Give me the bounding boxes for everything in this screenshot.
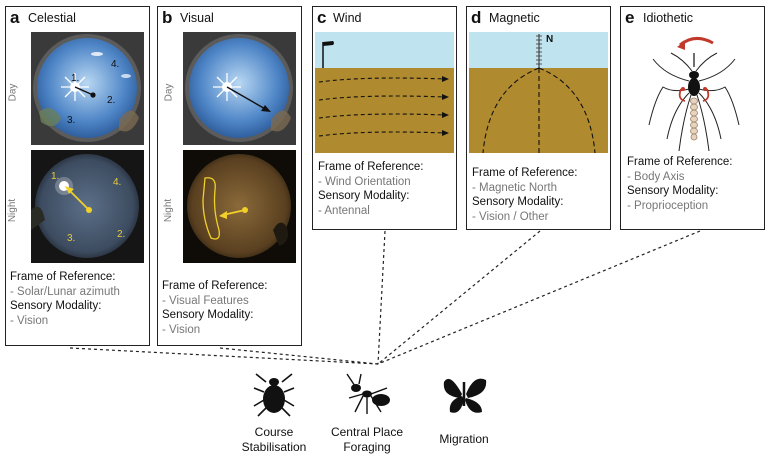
panel-title: Visual [180,11,214,25]
panel-d-text: Frame of Reference: - Magnetic North Sen… [472,166,577,224]
panel-title: Wind [333,11,362,25]
modality-heading: Sensory Modality: [318,190,410,202]
panel-letter: e [625,8,635,27]
night-mark-3: 3. [67,233,76,244]
panel-visual: b Visual Day Night [157,6,302,346]
day-mark-4: 4. [111,59,120,70]
migration-caption: Migration [424,432,504,447]
day-sky-image [183,32,296,145]
day-label: Day [7,83,19,102]
panel-letter: d [471,8,482,27]
panel-letter: b [162,8,173,27]
modality-value: - Vision [10,314,49,327]
night-label: Night [7,198,19,223]
frame-heading: Frame of Reference: [627,156,733,168]
caption-line: Central Place [330,425,404,439]
frame-heading: Frame of Reference: [472,167,578,179]
modality-heading: Sensory Modality: [162,309,254,321]
modality-value: - Antennal [318,204,370,217]
panel-idiothetic: e Idiothetic [620,6,765,230]
panel-wind: c Wind Frame of Reference: - Wind Orient… [312,6,457,230]
night-label: Night [163,198,175,223]
ant-icon [341,372,395,418]
panel-title: Magnetic [489,11,540,25]
panel-letter: c [317,8,327,27]
frame-heading: Frame of Reference: [10,271,116,283]
day-mark-2: 2. [107,95,116,106]
frame-value: - Solar/Lunar azimuth [10,285,120,298]
panel-a-text: Frame of Reference: - Solar/Lunar azimut… [10,270,120,328]
frame-value: - Wind Orientation [318,175,411,188]
modality-value: - Vision [162,323,201,336]
wind-diagram [315,32,454,153]
modality-value: - Proprioception [627,199,709,212]
day-mark-3: 3. [67,115,76,126]
day-mark-1: 1. [71,73,80,84]
frame-value: - Magnetic North [472,181,558,194]
frame-heading: Frame of Reference: [162,280,268,292]
beetle-icon [252,370,296,418]
caption-line: Course [254,425,294,439]
night-mark-2: 2. [117,229,126,240]
panel-c-text: Frame of Reference: - Wind Orientation S… [318,160,423,218]
caption-line: Foraging [343,440,391,454]
course-stabilisation-caption: Course Stabilisation [238,425,310,455]
frame-value: - Visual Features [162,294,249,307]
panel-e-text: Frame of Reference: - Body Axis Sensory … [627,155,732,213]
night-sky-image: 1. 2. 3. 4. [31,150,144,263]
panel-letter: a [10,8,20,27]
night-mark-1: 1. [51,171,60,182]
panel-title: Idiothetic [643,11,694,25]
north-mark: N [546,34,554,45]
modality-heading: Sensory Modality: [10,300,102,312]
central-place-foraging-caption: Central Place Foraging [322,425,412,455]
panel-magnetic: d Magnetic N Frame of R [466,6,611,230]
modality-heading: Sensory Modality: [627,185,719,197]
day-label: Day [163,83,175,102]
panel-b-text: Frame of Reference: - Visual Features Se… [162,279,267,337]
day-sky-image: 1. 2. 3. 4. [31,32,144,145]
modality-heading: Sensory Modality: [472,196,564,208]
butterfly-icon [442,372,488,416]
mosquito-diagram [625,29,762,155]
night-mark-4: 4. [113,177,122,188]
panel-celestial: a Celestial Day Night [5,6,150,346]
panel-title: Celestial [28,11,76,25]
frame-heading: Frame of Reference: [318,161,424,173]
magnetic-diagram: N [469,32,608,153]
caption-line: Stabilisation [241,440,307,454]
night-landscape-image [183,150,296,263]
frame-value: - Body Axis [627,170,685,183]
caption-line: Migration [439,432,489,446]
modality-value: - Vision / Other [472,210,549,223]
